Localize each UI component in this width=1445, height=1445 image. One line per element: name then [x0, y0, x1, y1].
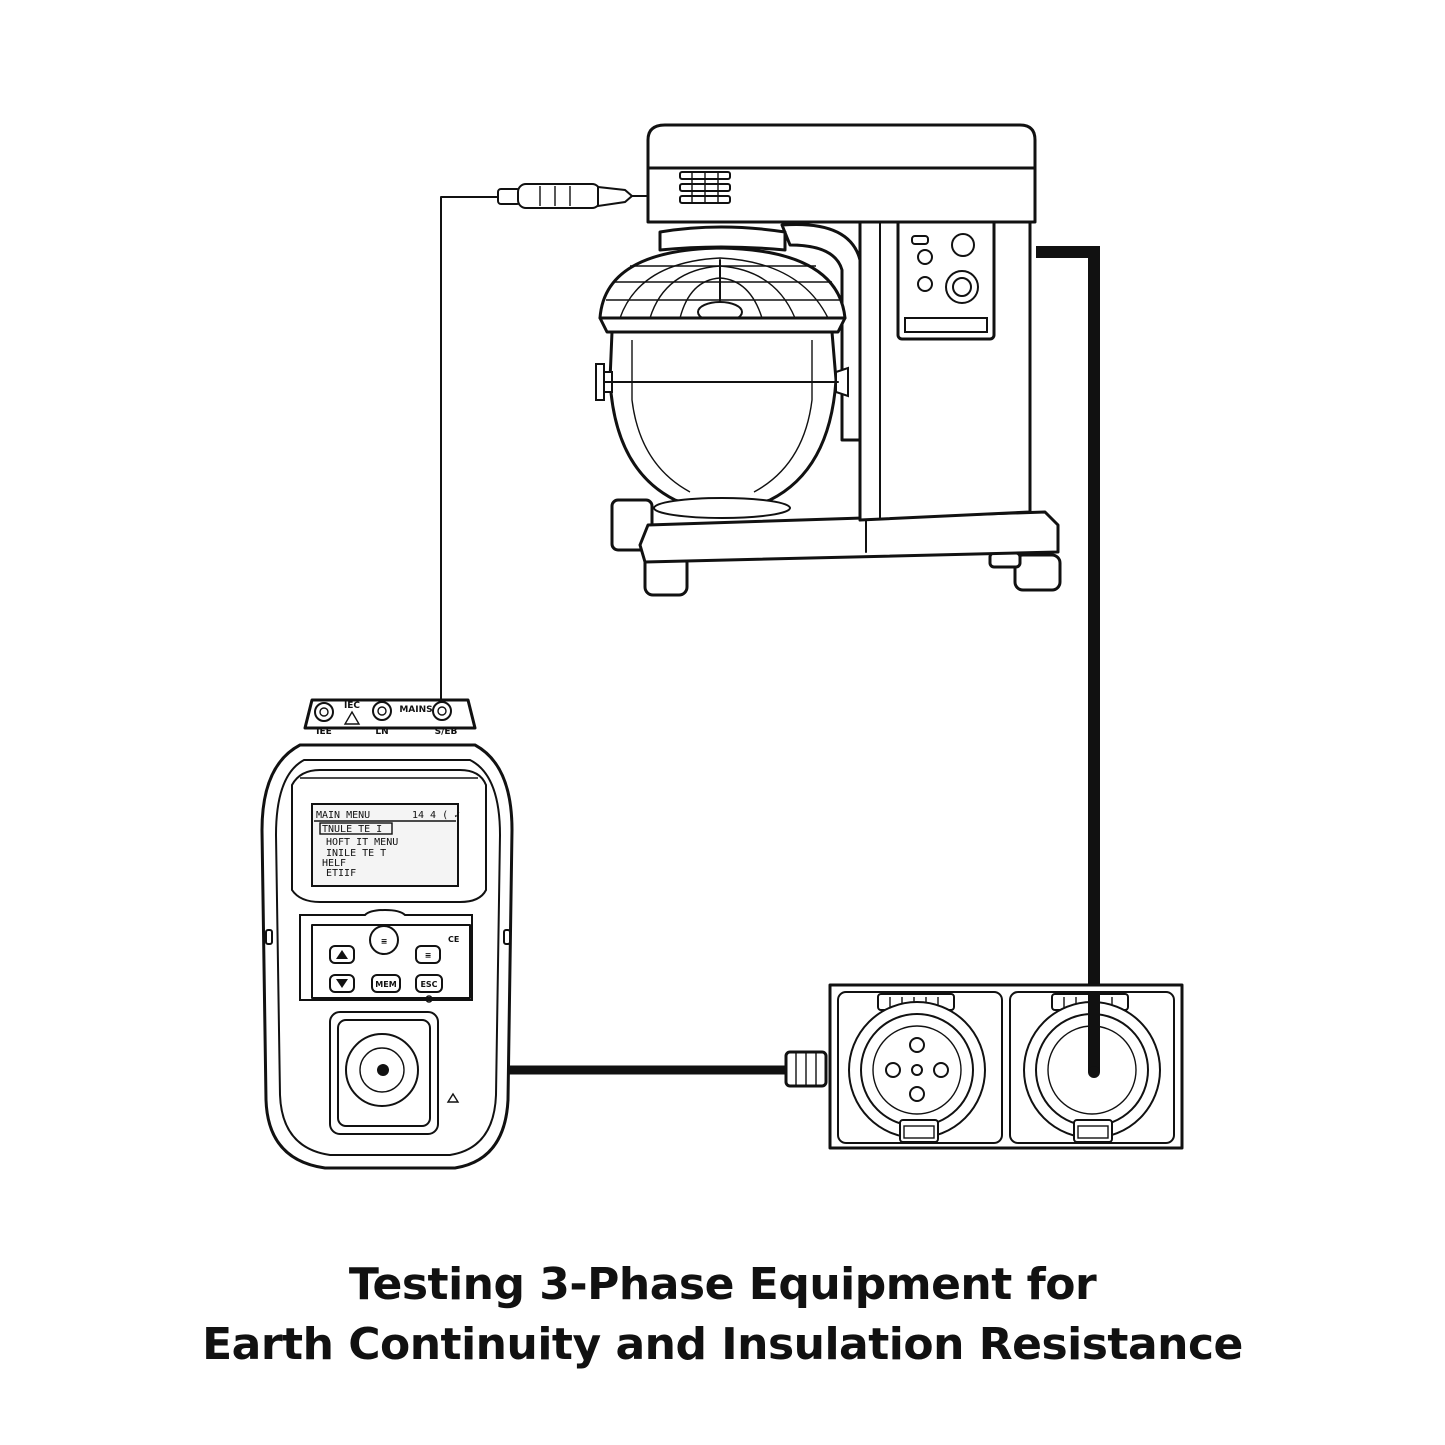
lcd-header: MAIN MENU	[316, 810, 370, 821]
pat-tester: IEE IEC LN MAINS S/EB MAIN MENU 14 4 ( ✓…	[260, 698, 514, 1170]
caption-line-2: Earth Continuity and Insulation Resistan…	[202, 1319, 1243, 1370]
mixing-bowl	[608, 330, 838, 509]
terminal-seb[interactable]	[432, 701, 452, 721]
down-arrow-icon	[336, 979, 348, 988]
caption-line-1: Testing 3-Phase Equipment for	[348, 1259, 1097, 1310]
terminal-ln[interactable]	[372, 701, 392, 721]
socket-3phase-left[interactable]	[848, 993, 986, 1143]
esc-key[interactable]	[415, 974, 443, 993]
socket-box	[784, 983, 1184, 1150]
lcd-screen	[311, 803, 459, 887]
enter-key[interactable]	[415, 945, 441, 964]
vent-grille	[679, 171, 731, 204]
terminal-mains-label: MAINS	[399, 705, 432, 715]
stand-mixer	[595, 123, 1062, 597]
lcd-header-right: 14 4 ( ✓	[412, 810, 460, 821]
terminal-iee-label: IEE	[316, 727, 332, 737]
lcd-menu-item-5[interactable]: ETIIF	[326, 868, 356, 879]
terminal-seb-label: S/EB	[435, 727, 458, 737]
probe-lead-cable	[440, 196, 501, 712]
caution-icon	[446, 1092, 460, 1103]
mem-key-label: MEM	[375, 980, 396, 989]
lcd-menu-item-2[interactable]: HOFT IT MENU	[326, 837, 398, 848]
mixer-base	[638, 510, 1060, 564]
diagram-caption: Testing 3-Phase Equipment for Earth Cont…	[0, 1255, 1445, 1375]
power-icon	[425, 995, 433, 1003]
lcd-menu-item-3[interactable]: INILE TE T	[326, 848, 386, 859]
menu-key[interactable]	[369, 925, 399, 955]
warning-icon	[343, 710, 361, 725]
mem-key[interactable]	[371, 974, 401, 993]
lcd-menu-item-1[interactable]: TNULE TE I	[322, 824, 382, 835]
terminal-iee[interactable]	[314, 702, 334, 722]
menu-key-icon: ≡	[381, 937, 388, 946]
terminal-ln-label: LN	[375, 727, 388, 737]
test-probe	[497, 183, 651, 209]
earth-lead-cable	[1036, 246, 1100, 1072]
terminal-iec-label: IEC	[344, 701, 360, 711]
lcd-menu-item-4[interactable]: HELF	[322, 858, 346, 869]
enter-key-icon: ≡	[425, 951, 432, 960]
ce-mark: CE	[448, 935, 459, 944]
up-arrow-icon	[336, 950, 348, 959]
esc-key-label: ESC	[420, 980, 437, 989]
mixer-foot-right	[1013, 553, 1062, 592]
mixer-head	[646, 123, 1037, 170]
